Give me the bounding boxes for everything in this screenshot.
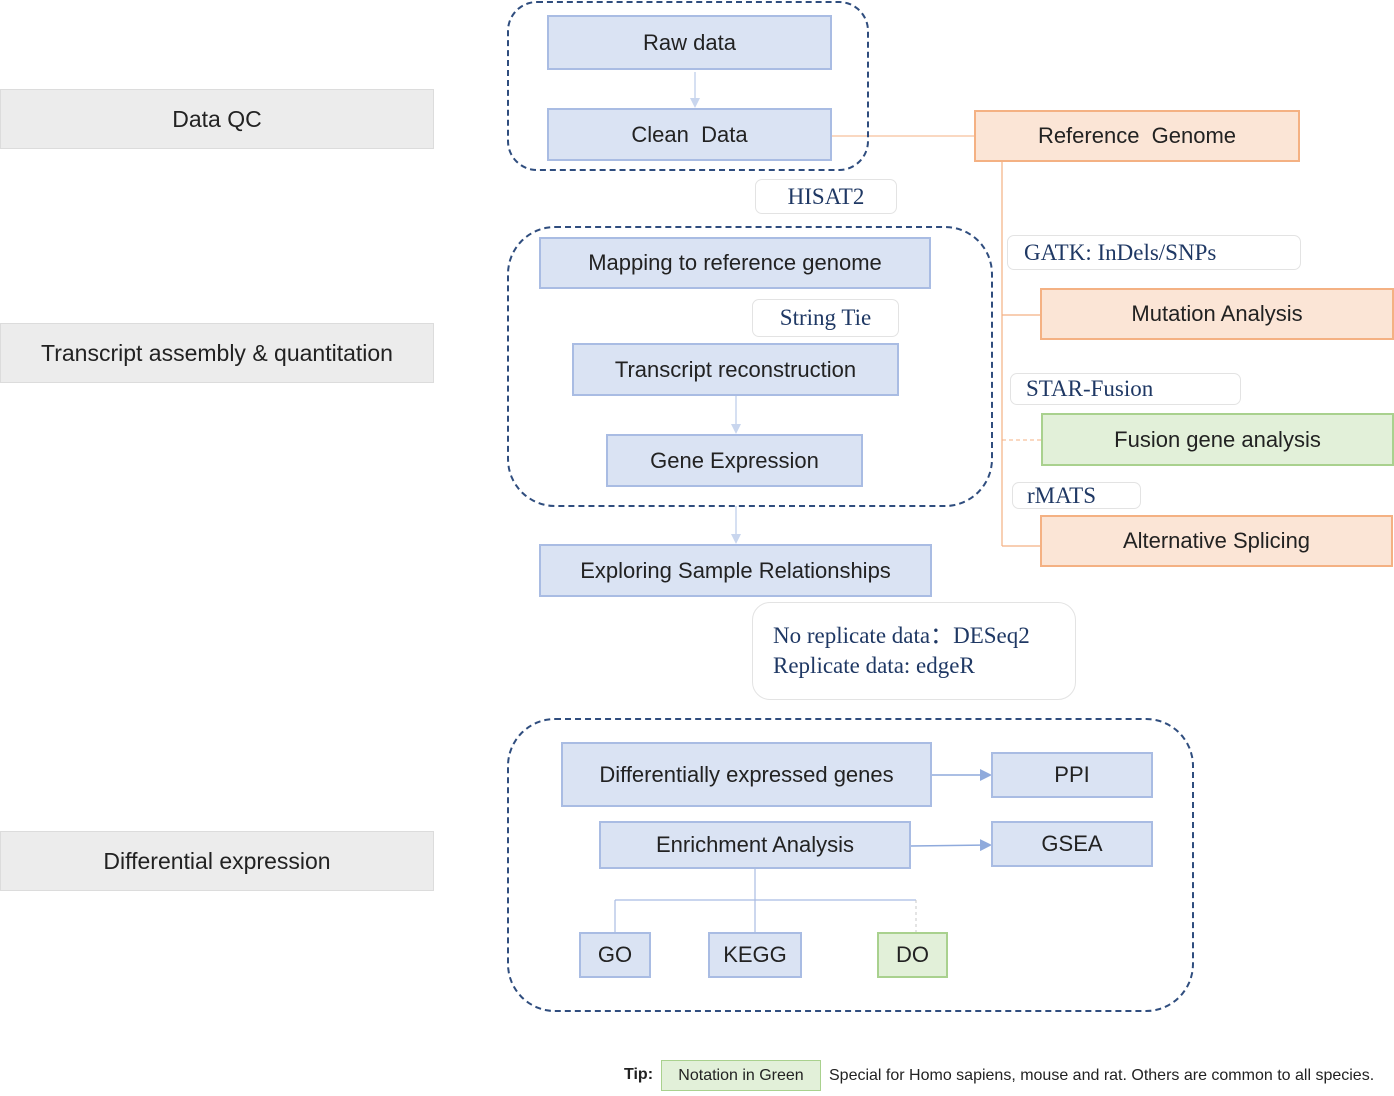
node-reference-genome-label: Reference Genome — [1037, 123, 1237, 148]
node-mapping: Mapping to reference genome — [539, 237, 931, 289]
node-fusion-gene: Fusion gene analysis — [1041, 413, 1394, 466]
tip-description: Special for Homo sapiens, mouse and rat.… — [829, 1067, 1375, 1084]
node-mutation-analysis-label: Mutation Analysis — [1131, 301, 1303, 326]
node-enrichment-label: Enrichment Analysis — [655, 832, 855, 857]
node-alternative-splicing: Alternative Splicing — [1040, 515, 1393, 567]
tool-gatk-label: GATK: InDels/SNPs — [1024, 239, 1217, 265]
tool-star-fusion: STAR-Fusion — [1010, 373, 1241, 405]
node-gsea-label: GSEA — [1041, 831, 1103, 856]
tool-stringtie-label: String Tie — [779, 305, 872, 330]
tool-stringtie: String Tie — [752, 299, 899, 337]
tool-star-fusion-label: STAR-Fusion — [1026, 376, 1154, 401]
tool-deseq-line2: Replicate data: edgeR — [773, 653, 975, 678]
node-kegg: KEGG — [708, 932, 802, 978]
stage-differential-label: Differential expression — [103, 847, 331, 874]
node-exploring-label: Exploring Sample Relationships — [580, 557, 891, 583]
tip-legend-green: Notation in Green — [661, 1060, 821, 1091]
group-qc — [507, 1, 869, 171]
node-raw-data: Raw data — [547, 15, 832, 70]
stage-data-qc: Data QC — [0, 89, 434, 149]
node-go: GO — [579, 932, 651, 978]
stage-differential: Differential expression — [0, 831, 434, 891]
tool-hisat2-label: HISAT2 — [787, 183, 865, 209]
node-ppi-label: PPI — [1054, 762, 1090, 787]
node-reference-genome: Reference Genome — [974, 110, 1300, 162]
node-transcript-reconstruction-label: Transcript reconstruction — [614, 356, 857, 382]
node-gene-expression-label: Gene Expression — [650, 447, 819, 473]
tool-deseq-edger: No replicate data：DESeq2 Replicate data:… — [752, 602, 1076, 700]
tool-gatk: GATK: InDels/SNPs — [1007, 235, 1301, 270]
node-deg-label: Differentially expressed genes — [599, 761, 894, 787]
node-go-label: GO — [597, 942, 633, 967]
tool-rmats-label: rMATS — [1027, 482, 1097, 508]
node-ppi: PPI — [991, 752, 1153, 798]
stage-transcript-label: Transcript assembly & quantitation — [41, 339, 393, 366]
node-deg: Differentially expressed genes — [561, 742, 932, 807]
node-enrichment: Enrichment Analysis — [599, 821, 911, 869]
tool-hisat2: HISAT2 — [755, 179, 897, 214]
tip-label: Tip: — [624, 1066, 654, 1083]
tip-legend-label: Notation in Green — [678, 1066, 804, 1084]
node-clean-data: Clean Data — [547, 108, 832, 161]
node-transcript-reconstruction: Transcript reconstruction — [572, 343, 899, 396]
stage-data-qc-label: Data QC — [172, 105, 262, 132]
node-mutation-analysis: Mutation Analysis — [1040, 288, 1394, 340]
tool-deseq-line1: No replicate data：DESeq2 — [773, 623, 1030, 648]
node-gene-expression: Gene Expression — [606, 434, 863, 487]
node-fusion-gene-label: Fusion gene analysis — [1114, 426, 1321, 452]
node-alternative-splicing-label: Alternative Splicing — [1122, 528, 1311, 553]
group-assembly — [507, 226, 993, 507]
edge-enrichment-to-gsea — [910, 839, 992, 852]
stage-transcript: Transcript assembly & quantitation — [0, 323, 434, 383]
node-gsea: GSEA — [991, 821, 1153, 867]
node-mapping-label: Mapping to reference genome — [588, 250, 882, 275]
node-kegg-label: KEGG — [723, 942, 787, 967]
node-raw-data-label: Raw data — [643, 29, 736, 55]
node-clean-data-label: Clean Data — [631, 121, 748, 147]
tool-rmats: rMATS — [1012, 482, 1141, 509]
node-exploring: Exploring Sample Relationships — [539, 544, 932, 597]
node-do: DO — [877, 932, 948, 978]
node-do-label: DO — [896, 942, 929, 967]
group-differential — [507, 718, 1194, 1012]
